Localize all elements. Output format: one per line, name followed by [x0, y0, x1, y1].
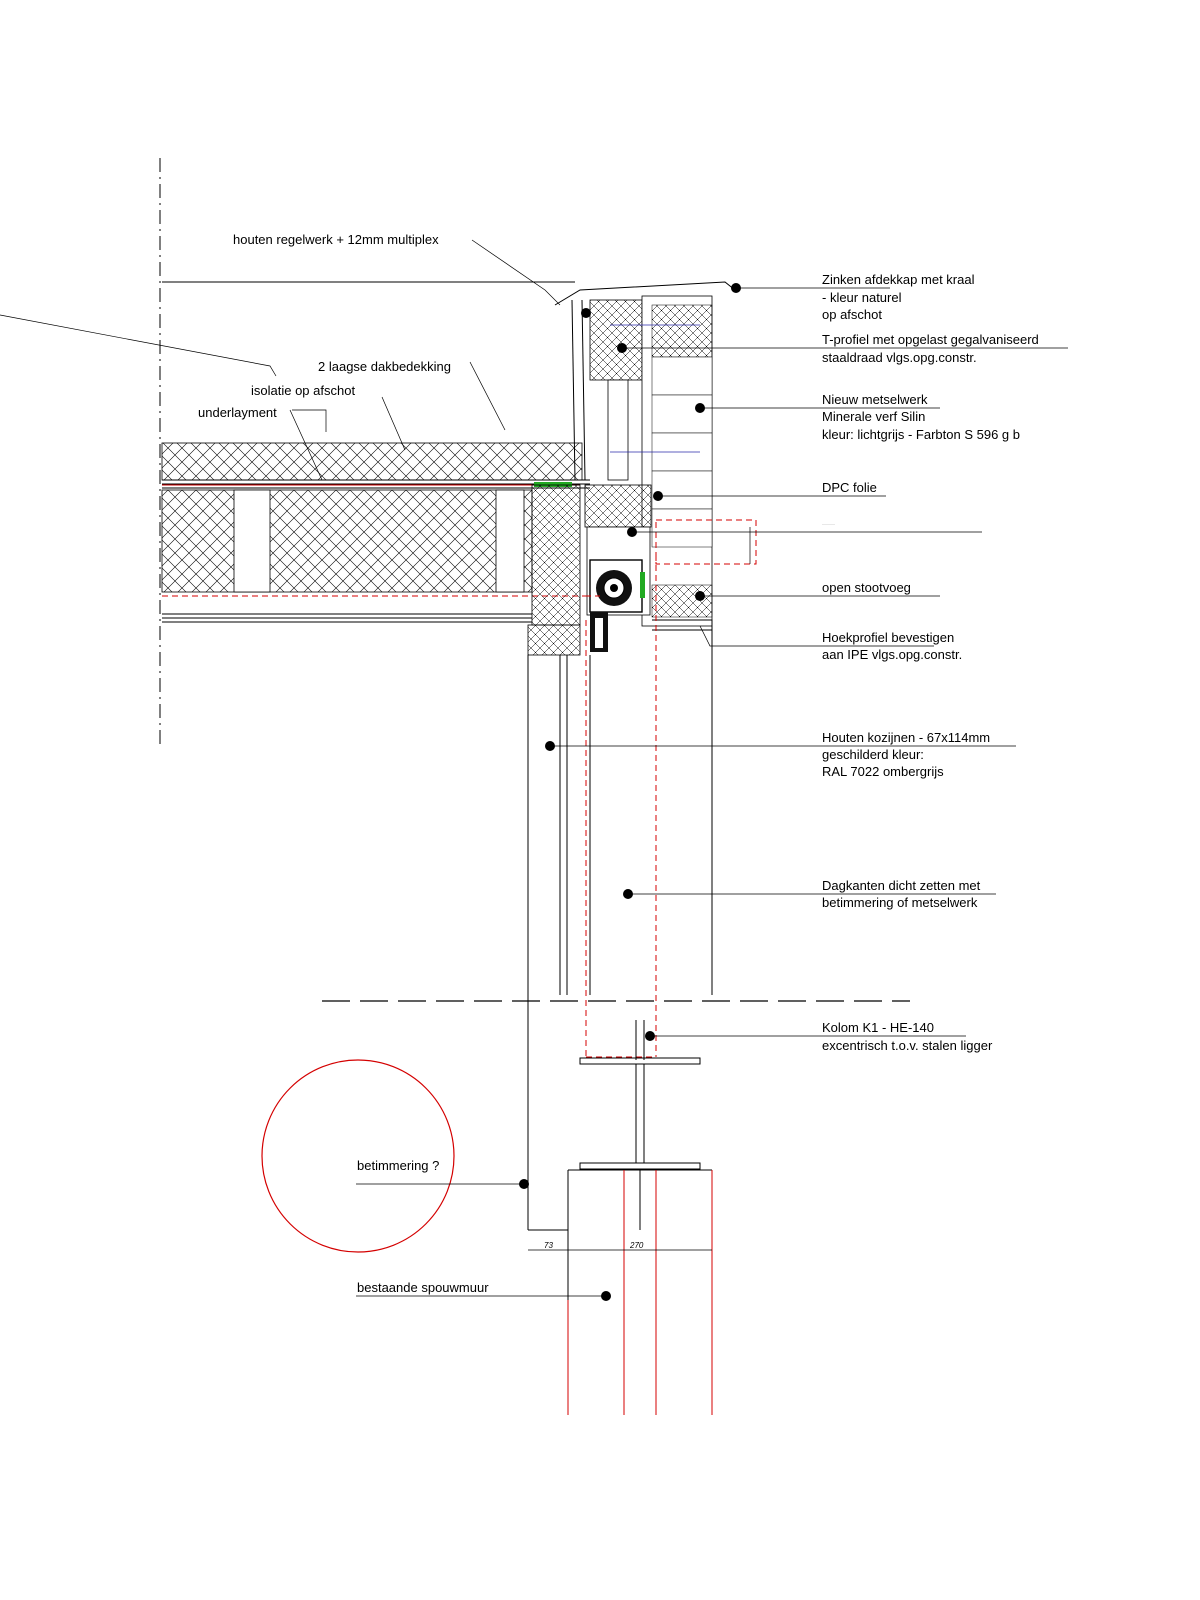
- label-hoekprofiel-1: Hoekprofiel bevestigen: [822, 630, 954, 645]
- label-dpc: DPC folie: [822, 480, 877, 495]
- label-kozijnen-1: Houten kozijnen - 67x114mm: [822, 730, 990, 745]
- roof-section: [0, 281, 590, 623]
- roof-beams: [161, 489, 533, 593]
- label-spouwmuur: bestaande spouwmuur: [357, 1280, 489, 1295]
- window-frame: [527, 555, 713, 1230]
- label-kolom-1: Kolom K1 - HE-140: [822, 1020, 934, 1035]
- svg-text:73: 73: [544, 1241, 553, 1250]
- label-metselwerk-2: Minerale verf Silin: [822, 409, 925, 424]
- label-stootvoeg: open stootvoeg: [822, 580, 911, 595]
- label-metselwerk-1: Nieuw metselwerk: [822, 392, 928, 407]
- label-kozijnen-3: RAL 7022 ombergrijs: [822, 764, 944, 779]
- label-zinken-3: op afschot: [822, 307, 882, 322]
- label-zinken-1: Zinken afdekkap met kraal: [822, 272, 975, 287]
- existing-cavity-wall: 73 270: [528, 1169, 713, 1415]
- svg-text:270: 270: [629, 1241, 644, 1250]
- label-underlayment: underlayment: [198, 405, 277, 420]
- label-tprofiel-2: staaldraad vlgs.opg.constr.: [822, 350, 977, 365]
- label-dakbedekking: 2 laagse dakbedekking: [318, 359, 451, 374]
- label-kozijnen-2: geschilderd kleur:: [822, 747, 924, 762]
- t-profile-block: [589, 299, 643, 381]
- label-multiplex: houten regelwerk + 12mm multiplex: [233, 232, 439, 247]
- leader-dots: [519, 283, 741, 1301]
- label-metselwerk-3: kleur: lichtgrijs - Farbton S 596 g b: [822, 427, 1020, 442]
- roof-edge: [527, 281, 757, 656]
- steel-column: [579, 1020, 701, 1170]
- label-zinken-2: - kleur naturel: [822, 290, 902, 305]
- label-faded-1: —: [822, 516, 835, 531]
- leader-lines: [289, 239, 1068, 1297]
- label-betimmering: betimmering ?: [357, 1158, 439, 1173]
- label-dagkanten-1: Dagkanten dicht zetten met: [822, 878, 981, 893]
- label-hoekprofiel-2: aan IPE vlgs.opg.constr.: [822, 647, 962, 662]
- label-isolatie: isolatie op afschot: [251, 383, 355, 398]
- label-tprofiel-1: T-profiel met opgelast gegalvaniseerd: [822, 332, 1039, 347]
- wooden-lintel: [531, 484, 581, 626]
- label-kolom-2: excentrisch t.o.v. stalen ligger: [822, 1038, 993, 1053]
- label-dagkanten-2: betimmering of metselwerk: [822, 895, 978, 910]
- markup-circle: [261, 1059, 455, 1253]
- roof-insulation: [161, 442, 583, 481]
